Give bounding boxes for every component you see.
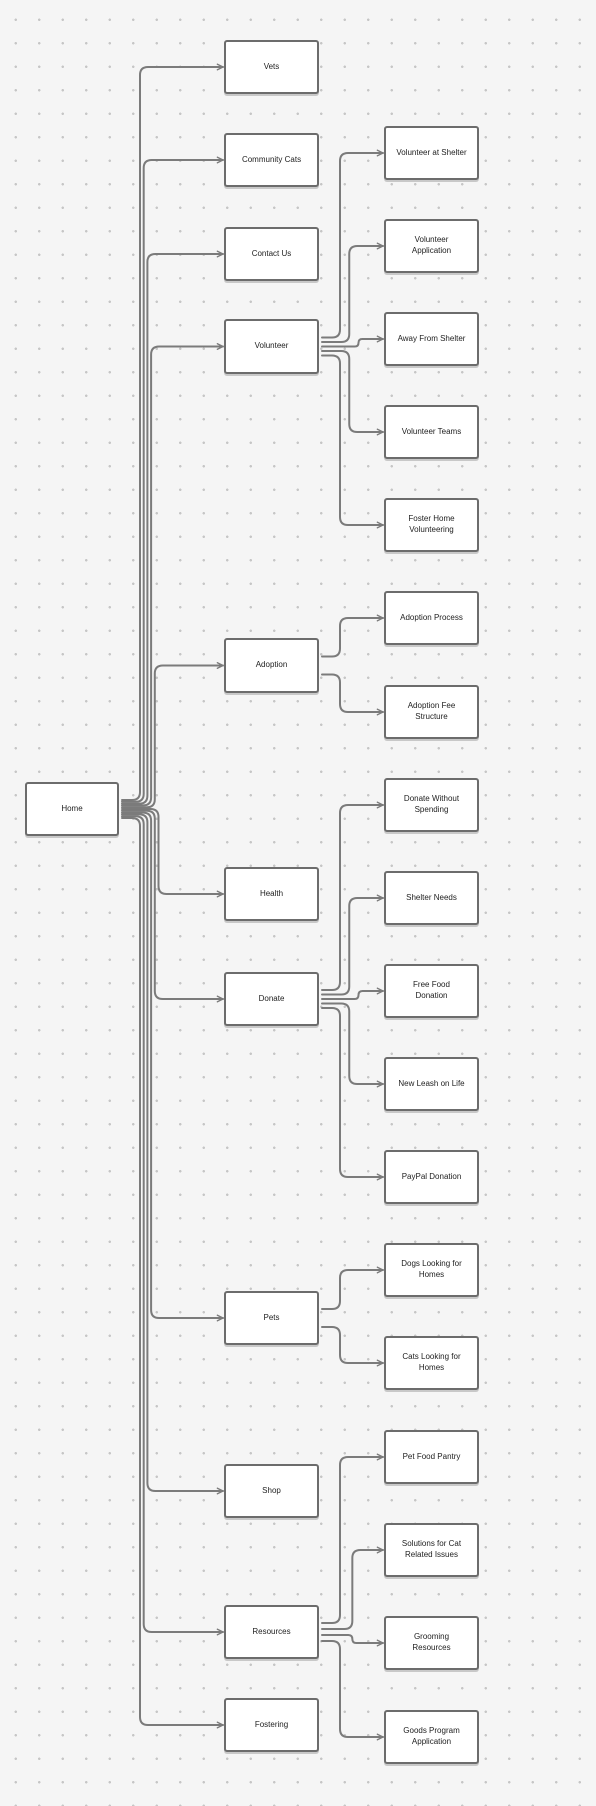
node-label: Goods Program Application xyxy=(403,1726,460,1746)
node-free-food-donation[interactable]: Free Food Donation xyxy=(384,964,479,1018)
node-community-cats[interactable]: Community Cats xyxy=(224,133,319,187)
node-label: Home xyxy=(61,803,83,813)
connector-home-to-pets xyxy=(121,811,224,1322)
node-contact-us[interactable]: Contact Us xyxy=(224,227,319,281)
node-foster-home-volunteering[interactable]: Foster Home Volunteering xyxy=(384,498,479,552)
node-label: Shop xyxy=(262,1485,281,1495)
node-label: Donate Without Spending xyxy=(403,794,460,814)
node-resources[interactable]: Resources xyxy=(224,1605,319,1659)
connector-pets-to-dogs_looking_for_homes xyxy=(321,1266,384,1310)
node-label: Shelter Needs xyxy=(406,892,457,902)
connector-home-to-shop xyxy=(121,813,224,1495)
connector-home-to-donate xyxy=(121,809,224,1003)
node-label: Free Food Donation xyxy=(413,980,450,1000)
node-paypal-donation[interactable]: PayPal Donation xyxy=(384,1150,479,1204)
node-donate[interactable]: Donate xyxy=(224,972,319,1026)
node-label: Health xyxy=(259,888,284,898)
connector-home-to-vets xyxy=(121,63,224,801)
connector-donate-to-donate_without_spending xyxy=(321,801,384,991)
connector-resources-to-grooming_resources xyxy=(321,1634,384,1647)
node-donate-without-spending[interactable]: Donate Without Spending xyxy=(384,778,479,832)
node-label: Solutions for Cat Related Issues xyxy=(401,1539,462,1559)
node-label: Pets xyxy=(263,1312,280,1322)
node-label: Adoption Process xyxy=(400,612,463,622)
node-label: Resources xyxy=(252,1626,291,1636)
connector-donate-to-free_food_donation xyxy=(321,987,384,1000)
node-cats-looking-for-homes[interactable]: Cats Looking for Homes xyxy=(384,1336,479,1390)
node-label: Cats Looking for Homes xyxy=(402,1352,461,1372)
connector-donate-to-new_leash_on_life xyxy=(321,1002,384,1088)
connector-resources-to-goods_program_application xyxy=(321,1640,384,1741)
node-label: PayPal Donation xyxy=(401,1171,462,1181)
node-vets[interactable]: Vets xyxy=(224,40,319,94)
node-volunteer-at-shelter[interactable]: Volunteer at Shelter xyxy=(384,126,479,180)
connector-home-to-health xyxy=(121,808,224,898)
node-label: Vets xyxy=(263,61,280,71)
node-pet-food-pantry[interactable]: Pet Food Pantry xyxy=(384,1430,479,1484)
node-goods-program-application[interactable]: Goods Program Application xyxy=(384,1710,479,1764)
node-label: Adoption Fee Structure xyxy=(407,701,456,721)
edge-layer xyxy=(121,63,384,1741)
node-label: Away From Shelter xyxy=(397,333,466,343)
connector-adoption-to-adoption_process xyxy=(321,614,384,658)
node-volunteer-application[interactable]: Volunteer Application xyxy=(384,219,479,273)
connector-home-to-volunteer xyxy=(121,343,224,807)
node-fostering[interactable]: Fostering xyxy=(224,1698,319,1752)
node-pets[interactable]: Pets xyxy=(224,1291,319,1345)
node-label: New Leash on Life xyxy=(398,1078,465,1088)
connector-home-to-resources xyxy=(121,815,224,1636)
connector-volunteer-to-volunteer_at_shelter xyxy=(321,149,384,339)
node-label: Pet Food Pantry xyxy=(402,1451,461,1461)
node-volunteer[interactable]: Volunteer xyxy=(224,319,319,374)
connector-volunteer-to-away_from_shelter xyxy=(321,335,384,348)
node-solutions-for-cat-related-issues[interactable]: Solutions for Cat Related Issues xyxy=(384,1523,479,1577)
node-new-leash-on-life[interactable]: New Leash on Life xyxy=(384,1057,479,1111)
node-label: Community Cats xyxy=(241,154,302,164)
node-label: Grooming Resources xyxy=(412,1632,451,1652)
node-label: Fostering xyxy=(254,1719,289,1729)
node-label: Adoption xyxy=(255,660,288,670)
node-label: Volunteer Teams xyxy=(401,426,462,436)
node-label: Dogs Looking for Homes xyxy=(401,1259,462,1279)
node-grooming-resources[interactable]: Grooming Resources xyxy=(384,1616,479,1670)
node-home[interactable]: Home xyxy=(25,782,119,836)
connector-home-to-community_cats xyxy=(121,156,224,803)
node-shelter-needs[interactable]: Shelter Needs xyxy=(384,871,479,925)
node-adoption-fee-structure[interactable]: Adoption Fee Structure xyxy=(384,685,479,739)
connector-volunteer-to-foster_home_volunteering xyxy=(321,354,384,529)
node-label: Volunteer xyxy=(254,341,289,351)
connector-resources-to-pet_food_pantry xyxy=(321,1453,384,1624)
node-label: Donate xyxy=(258,993,285,1003)
node-adoption-process[interactable]: Adoption Process xyxy=(384,591,479,645)
connector-donate-to-paypal_donation xyxy=(321,1007,384,1181)
node-away-from-shelter[interactable]: Away From Shelter xyxy=(384,312,479,366)
node-volunteer-teams[interactable]: Volunteer Teams xyxy=(384,405,479,459)
connector-home-to-contact_us xyxy=(121,250,224,805)
node-shop[interactable]: Shop xyxy=(224,1464,319,1518)
connector-volunteer-to-volunteer_teams xyxy=(321,350,384,436)
node-label: Foster Home Volunteering xyxy=(408,514,455,534)
node-health[interactable]: Health xyxy=(224,867,319,921)
node-label: Contact Us xyxy=(251,248,292,258)
connector-adoption-to-adoption_fee_structure xyxy=(321,673,384,716)
node-label: Volunteer Application xyxy=(411,235,452,255)
node-label: Volunteer at Shelter xyxy=(396,147,467,157)
connector-donate-to-shelter_needs xyxy=(321,894,384,996)
connector-volunteer-to-volunteer_application xyxy=(321,242,384,343)
connector-resources-to-solutions_for_cat_related_issues xyxy=(321,1546,384,1630)
connector-pets-to-cats_looking_for_homes xyxy=(321,1326,384,1367)
node-adoption[interactable]: Adoption xyxy=(224,638,319,693)
connector-home-to-adoption xyxy=(121,662,224,809)
connector-home-to-fostering xyxy=(121,817,224,1729)
node-dogs-looking-for-homes[interactable]: Dogs Looking for Homes xyxy=(384,1243,479,1297)
